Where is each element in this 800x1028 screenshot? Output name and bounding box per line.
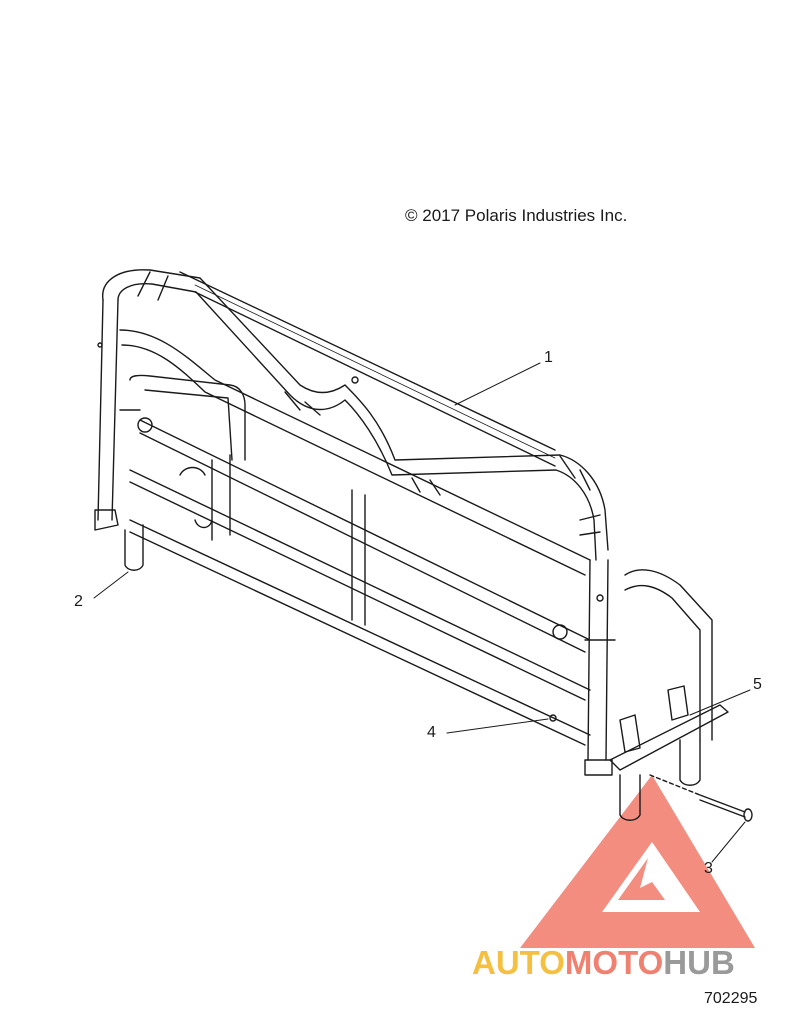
rack-top-rail bbox=[102, 269, 609, 561]
leader-lines bbox=[93, 362, 751, 863]
callout-1: 1 bbox=[544, 349, 553, 366]
leader-line-3 bbox=[711, 821, 746, 863]
rail-joints bbox=[137, 271, 601, 536]
leader-line-5 bbox=[689, 689, 751, 716]
leader-line-4 bbox=[446, 718, 549, 734]
watermark-logo bbox=[520, 775, 755, 948]
rear-right-post bbox=[624, 569, 713, 786]
callout-3: 3 bbox=[704, 860, 713, 877]
right-post bbox=[584, 559, 641, 821]
watermark-text-auto: AUTO bbox=[472, 944, 565, 981]
pin-part bbox=[649, 774, 753, 822]
inner-frame bbox=[129, 374, 591, 746]
callout-4: 4 bbox=[427, 724, 436, 741]
left-post bbox=[94, 299, 144, 571]
watermark-text-hub: HUB bbox=[663, 944, 735, 981]
base-bracket bbox=[609, 685, 729, 771]
leader-line-1 bbox=[454, 362, 541, 406]
leader-line-2 bbox=[93, 571, 129, 599]
fasteners bbox=[97, 342, 616, 722]
watermark-triangle-inner bbox=[618, 858, 665, 900]
callout-2: 2 bbox=[74, 593, 83, 610]
callout-5: 5 bbox=[753, 676, 762, 693]
watermark-triangle-outer bbox=[520, 775, 755, 948]
copyright-notice: © 2017 Polaris Industries Inc. bbox=[405, 206, 628, 225]
figure-number: 702295 bbox=[704, 990, 758, 1007]
watermark-text: AUTOMOTOHUB bbox=[472, 944, 735, 982]
watermark-text-moto: MOTO bbox=[564, 944, 664, 981]
upper-rail-2 bbox=[119, 329, 591, 576]
